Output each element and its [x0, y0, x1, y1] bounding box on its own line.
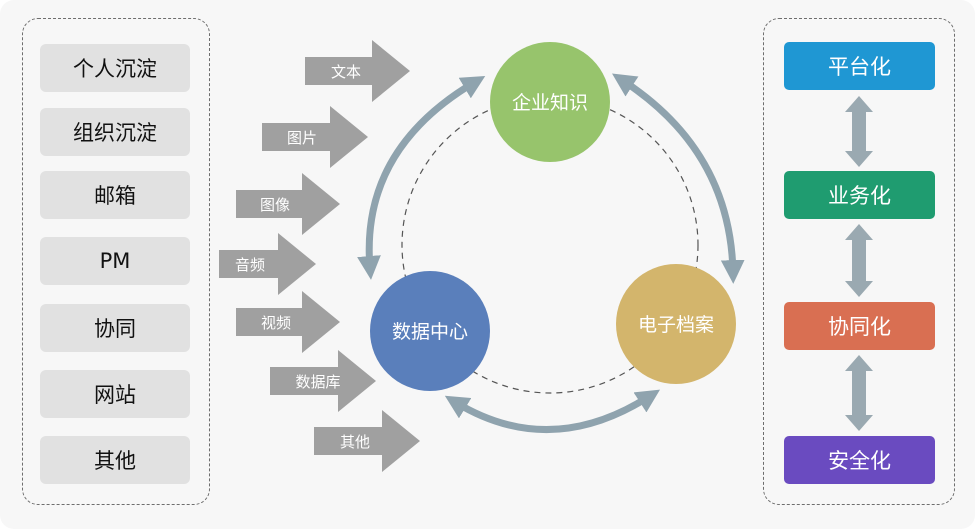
- input-arrow-video: 视频: [236, 291, 340, 353]
- source-other: 其他: [40, 436, 190, 484]
- input-label-text: 文本: [331, 63, 361, 81]
- capability-connector-1: [845, 96, 873, 167]
- node-label-knowledge: 企业知识: [512, 92, 588, 114]
- capability-collaborative: 协同化: [784, 302, 935, 350]
- source-collaboration: 协同: [40, 304, 190, 352]
- capability-connector-2: [845, 224, 873, 297]
- capability-connector-3: [845, 355, 873, 431]
- cycle-arrow-knowledge-datacenter: [357, 75, 486, 280]
- source-personal: 个人沉淀: [40, 44, 190, 92]
- input-label-picture: 图片: [287, 129, 317, 147]
- capability-security: 安全化: [784, 436, 935, 484]
- input-arrow-picture: 图片: [262, 106, 368, 168]
- input-arrow-audio: 音频: [219, 233, 316, 295]
- input-label-image: 图像: [260, 196, 290, 214]
- node-label-archive: 电子档案: [638, 314, 714, 336]
- input-label-audio: 音频: [235, 256, 265, 274]
- source-website: 网站: [40, 370, 190, 418]
- input-label-other: 其他: [340, 433, 370, 451]
- cycle-arrow-knowledge-archive: [612, 73, 745, 284]
- source-organization: 组织沉淀: [40, 108, 190, 156]
- node-enterprise-knowledge: 企业知识: [490, 42, 610, 162]
- input-arrow-image: 图像: [236, 173, 340, 235]
- input-label-database: 数据库: [295, 373, 340, 391]
- capability-business: 业务化: [784, 171, 935, 219]
- capability-platform: 平台化: [784, 42, 935, 90]
- node-label-data-center: 数据中心: [392, 321, 468, 343]
- sources-panel: [22, 18, 210, 505]
- node-data-center: 数据中心: [370, 271, 490, 391]
- input-arrow-text: 文本: [305, 40, 410, 102]
- node-electronic-archive: 电子档案: [616, 264, 736, 384]
- capabilities-panel: [763, 18, 955, 505]
- input-arrow-database: 数据库: [270, 350, 376, 412]
- source-mail: 邮箱: [40, 171, 190, 219]
- input-arrow-other: 其他: [314, 410, 420, 472]
- source-pm: PM: [40, 237, 190, 285]
- input-label-video: 视频: [261, 314, 291, 332]
- cycle-arrow-datacenter-archive: [444, 389, 661, 434]
